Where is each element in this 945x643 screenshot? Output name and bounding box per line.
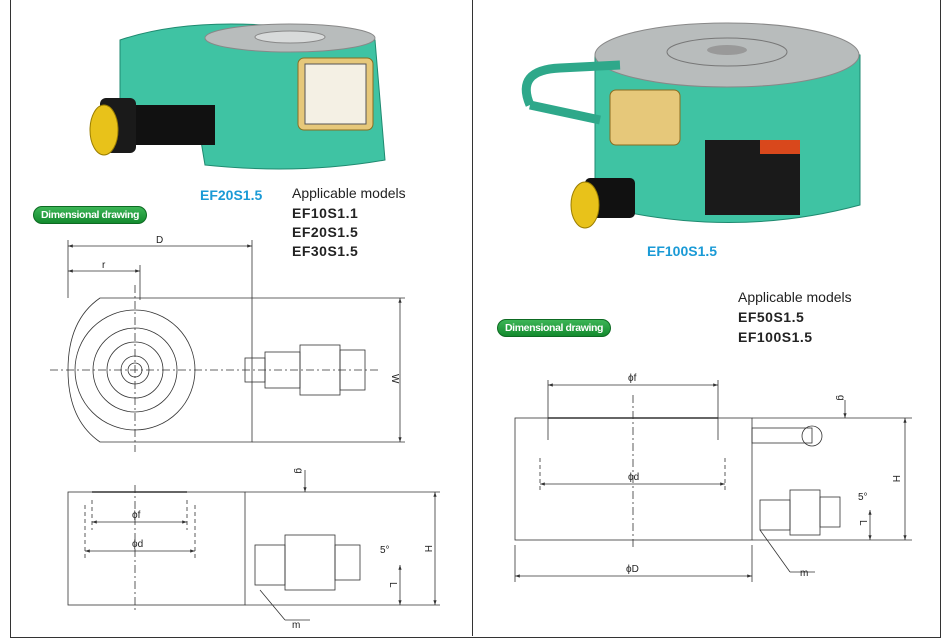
dim-phi-d-right: ϕd — [628, 472, 639, 483]
dim-m-right: m — [800, 568, 808, 579]
dim-phi-D-right: ϕD — [626, 564, 639, 575]
dim-angle: 5° — [380, 545, 390, 556]
dim-L: L — [387, 582, 398, 588]
dim-phi-d: ϕd — [132, 539, 143, 550]
dim-angle-right: 5° — [858, 492, 868, 503]
top-view-drawing — [50, 240, 405, 452]
dim-m: m — [292, 620, 300, 631]
dim-D: D — [156, 235, 163, 246]
product-photo-ef100s1-5 — [521, 22, 861, 229]
dim-H: H — [422, 545, 433, 552]
dim-g-right: g — [835, 395, 846, 401]
panel-divider — [472, 0, 473, 636]
model-item: EF100S1.5 — [738, 329, 813, 345]
dim-phi-f-right: ϕf — [628, 373, 637, 384]
model-item: EF30S1.5 — [292, 243, 359, 259]
model-item: EF10S1.1 — [292, 205, 359, 221]
model-item: EF20S1.5 — [292, 224, 359, 240]
dim-W: W — [389, 374, 400, 384]
product-caption: EF20S1.5 — [200, 187, 263, 203]
product-caption-right: EF100S1.5 — [647, 243, 718, 259]
dim-phi-f: ϕf — [132, 510, 141, 521]
dim-r: r — [102, 260, 106, 271]
applicable-models-label: Applicable models — [292, 185, 406, 201]
product-photo-ef20s1-5 — [89, 23, 386, 170]
side-view-drawing-right — [514, 380, 912, 582]
applicable-models-label-right: Applicable models — [738, 289, 852, 305]
model-item: EF50S1.5 — [738, 309, 805, 325]
dimensional-drawing-badge-right: Dimensional drawing — [497, 319, 611, 337]
side-view-drawing — [67, 470, 440, 621]
dim-H-right: H — [890, 475, 901, 482]
dimensional-drawing-badge: Dimensional drawing — [33, 206, 147, 224]
dim-L-right: L — [857, 520, 868, 526]
page-frame — [10, 0, 941, 638]
dim-g: g — [293, 468, 304, 474]
